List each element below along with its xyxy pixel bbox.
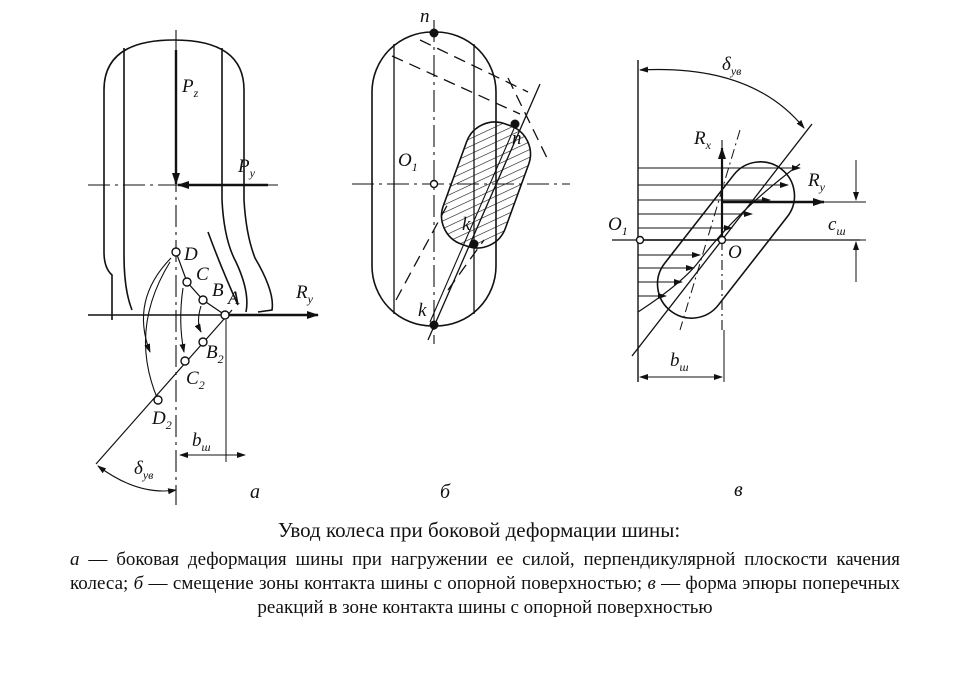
caption-body: а — боковая деформация шины при нагружен… [70, 548, 900, 620]
svg-text:B: B [212, 280, 224, 301]
svg-text:C: C [196, 264, 209, 285]
tire-inner-right [221, 48, 248, 313]
tire-outline [103, 39, 274, 320]
panel-a-labels: Pz Py Ry D C B A B2 C2 D2 bш δув а [134, 76, 314, 503]
epure-curve [637, 163, 801, 313]
caption-letter-b: б [133, 573, 144, 594]
tire-inner-left [123, 48, 133, 311]
svg-text:C2: C2 [186, 368, 205, 392]
caption-text-c: — форма эпюры поперечных реакций в зоне … [257, 573, 900, 618]
panel-c [612, 60, 866, 382]
panel-b-labels: n O1 n k k б [398, 6, 522, 503]
caption-text-a: — боковая деформация шины при нагружении… [70, 549, 900, 594]
svg-text:n: n [512, 128, 522, 149]
epure-arrows [638, 165, 801, 299]
panel-letter-c: в [734, 479, 743, 501]
svg-text:O: O [728, 242, 742, 263]
svg-text:n: n [420, 6, 430, 27]
caption-letter-c: в [647, 573, 656, 594]
svg-text:Pz: Pz [181, 76, 199, 100]
svg-text:δув: δув [722, 54, 741, 78]
caption-text-b: — смещение зоны контакта шины с опорной … [143, 573, 648, 594]
deformed-axis [175, 251, 226, 316]
angle-arc-c [639, 66, 805, 129]
svg-text:D: D [183, 244, 198, 265]
svg-text:δув: δув [134, 458, 153, 482]
panel-letter-b: б [440, 481, 451, 503]
svg-text:cш: cш [828, 214, 846, 238]
panel-b [352, 20, 570, 344]
svg-text:bш: bш [670, 350, 689, 374]
svg-text:B2: B2 [206, 342, 224, 366]
panel-a [88, 30, 319, 505]
svg-text:bш: bш [192, 430, 211, 454]
svg-text:Py: Py [237, 156, 256, 180]
contact-patch-c [656, 161, 796, 319]
contact-patch [440, 121, 532, 249]
deformed-line-b [427, 83, 541, 341]
svg-text:O1: O1 [398, 150, 418, 174]
panel-letter-a: а [250, 481, 260, 503]
svg-text:Ry: Ry [295, 282, 314, 306]
figure-diagram: Pz Py Ry D C B A B2 C2 D2 bш δув а [88, 6, 866, 505]
svg-text:k: k [462, 214, 471, 235]
svg-text:Ry: Ry [807, 170, 826, 194]
svg-text:A: A [226, 288, 240, 309]
angle-arc-a [97, 465, 177, 495]
svg-text:O1: O1 [608, 214, 628, 238]
caption-title: Увод колеса при боковой деформации шины: [277, 518, 681, 542]
svg-text:Rx: Rx [693, 128, 712, 152]
svg-text:D2: D2 [151, 408, 172, 432]
slip-line [95, 309, 233, 465]
svg-text:k: k [418, 300, 427, 321]
panel-c-labels: δув Rx Ry O1 O cш bш в [608, 54, 846, 501]
caption-letter-a: а [70, 549, 80, 570]
